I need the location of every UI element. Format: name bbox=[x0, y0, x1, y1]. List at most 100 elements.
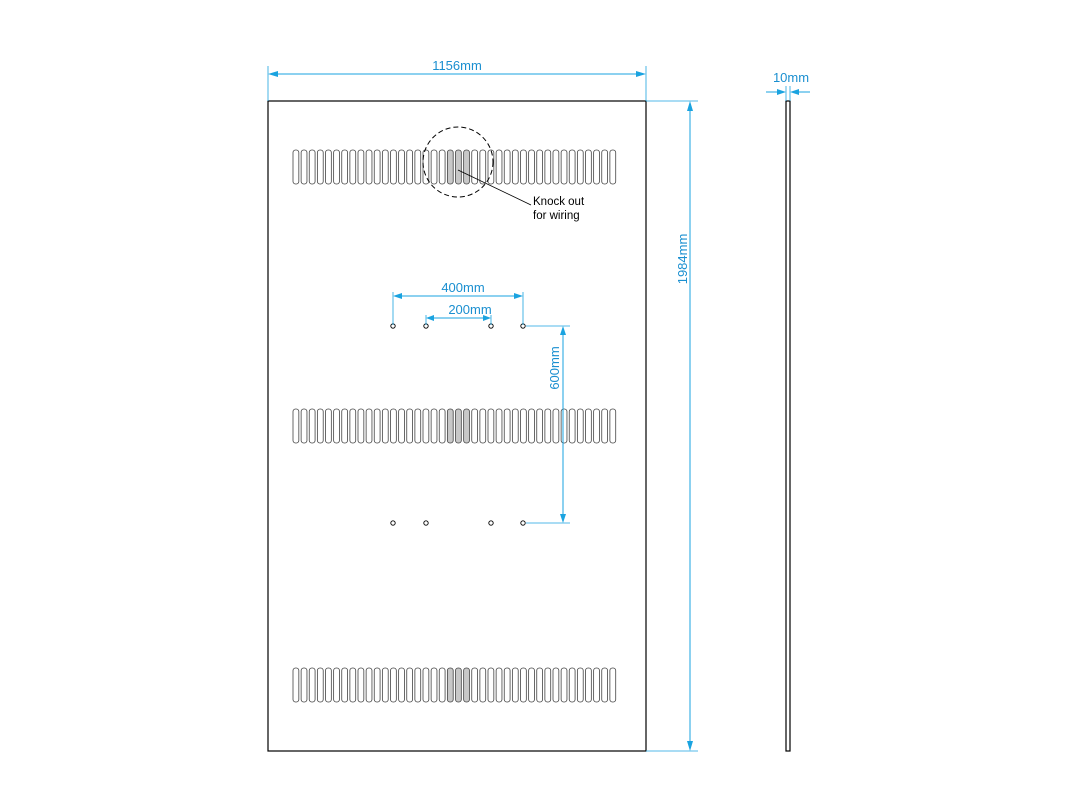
panel-side-view bbox=[785, 100, 791, 752]
ventilation-slot bbox=[414, 408, 422, 444]
ventilation-slot bbox=[560, 408, 568, 444]
ventilation-slot bbox=[544, 408, 552, 444]
width-dimension-label: 1156mm bbox=[432, 58, 482, 73]
hole-spacing-vertical-dimension: 600mm bbox=[526, 325, 570, 524]
ventilation-slot bbox=[381, 149, 389, 185]
ventilation-slot bbox=[357, 408, 365, 444]
hole-spacing-inner-label: 200mm bbox=[448, 302, 491, 317]
knockout-slot bbox=[455, 408, 462, 444]
ventilation-slot bbox=[503, 408, 511, 444]
ventilation-slot bbox=[528, 667, 535, 703]
ventilation-slot bbox=[390, 667, 397, 703]
ventilation-slot bbox=[471, 149, 478, 185]
ventilation-slot bbox=[300, 667, 308, 703]
ventilation-slot bbox=[568, 149, 576, 185]
ventilation-slot bbox=[479, 667, 487, 703]
ventilation-slot bbox=[333, 149, 340, 185]
knockout-slot bbox=[446, 408, 454, 444]
ventilation-slot bbox=[308, 149, 316, 185]
height-dimension-label: 1984mm bbox=[675, 234, 690, 285]
ventilation-slot bbox=[292, 149, 300, 185]
ventilation-slot bbox=[357, 149, 365, 185]
ventilation-slot bbox=[528, 408, 535, 444]
ventilation-slot bbox=[430, 667, 438, 703]
knockout-callout-circle bbox=[422, 126, 494, 198]
ventilation-slot bbox=[487, 667, 495, 703]
ventilation-slot bbox=[390, 149, 397, 185]
ventilation-slot bbox=[487, 408, 495, 444]
ventilation-slot bbox=[544, 667, 552, 703]
knockout-slot bbox=[446, 667, 454, 703]
ventilation-slot bbox=[552, 667, 560, 703]
ventilation-slot bbox=[593, 149, 600, 185]
ventilation-slot bbox=[292, 667, 300, 703]
mounting-holes bbox=[390, 323, 526, 526]
ventilation-slot bbox=[560, 149, 568, 185]
knockout-slot bbox=[463, 149, 470, 185]
ventilation-slot bbox=[479, 408, 487, 444]
ventilation-slot bbox=[398, 149, 405, 185]
hole-spacing-outer-dimension: 400mm bbox=[392, 280, 524, 325]
knockout-note-line1: Knock out bbox=[533, 196, 585, 208]
ventilation-slot bbox=[422, 408, 430, 444]
ventilation-slot bbox=[520, 408, 527, 444]
ventilation-slot bbox=[406, 667, 413, 703]
ventilation-slot bbox=[544, 149, 552, 185]
knockout-slot bbox=[463, 408, 470, 444]
knockout-leader-line bbox=[457, 169, 532, 206]
ventilation-slot bbox=[576, 667, 584, 703]
ventilation-slot bbox=[438, 667, 446, 703]
ventilation-slot bbox=[430, 149, 438, 185]
ventilation-slot bbox=[601, 149, 608, 185]
width-dimension: 1156mm bbox=[267, 58, 647, 101]
ventilation-slot bbox=[511, 667, 519, 703]
ventilation-slot bbox=[398, 408, 405, 444]
knockout-note-line2: for wiring bbox=[533, 210, 580, 222]
ventilation-slot bbox=[406, 149, 413, 185]
ventilation-slot bbox=[422, 667, 430, 703]
ventilation-slot bbox=[536, 667, 543, 703]
ventilation-slot bbox=[495, 149, 503, 185]
ventilation-slot bbox=[373, 408, 381, 444]
ventilation-slot bbox=[333, 667, 340, 703]
knockout-slot bbox=[446, 149, 454, 185]
ventilation-slot bbox=[349, 149, 357, 185]
ventilation-slot bbox=[601, 667, 608, 703]
ventilation-slot bbox=[609, 408, 617, 444]
ventilation-slot bbox=[430, 408, 438, 444]
ventilation-slot bbox=[503, 149, 511, 185]
ventilation-slot bbox=[520, 667, 527, 703]
knockout-slot bbox=[463, 667, 470, 703]
ventilation-slot bbox=[390, 408, 397, 444]
ventilation-slot bbox=[495, 667, 503, 703]
ventilation-slot bbox=[333, 408, 340, 444]
ventilation-slot bbox=[406, 408, 413, 444]
ventilation-slot bbox=[528, 149, 535, 185]
ventilation-slot bbox=[568, 667, 576, 703]
ventilation-slot-rows bbox=[292, 149, 617, 703]
ventilation-slot bbox=[365, 667, 373, 703]
ventilation-slot bbox=[471, 667, 478, 703]
ventilation-slot bbox=[560, 667, 568, 703]
ventilation-slot bbox=[300, 408, 308, 444]
ventilation-slot bbox=[414, 149, 422, 185]
ventilation-slot bbox=[398, 667, 405, 703]
ventilation-slot bbox=[593, 667, 600, 703]
ventilation-slot bbox=[373, 667, 381, 703]
ventilation-slot bbox=[511, 408, 519, 444]
ventilation-slot bbox=[552, 408, 560, 444]
ventilation-slot bbox=[503, 667, 511, 703]
hole-spacing-vertical-label: 600mm bbox=[547, 346, 562, 389]
ventilation-slot bbox=[349, 408, 357, 444]
mounting-hole bbox=[488, 520, 494, 526]
ventilation-slot bbox=[471, 408, 478, 444]
ventilation-slot bbox=[316, 667, 324, 703]
ventilation-slot bbox=[381, 408, 389, 444]
ventilation-slot bbox=[576, 408, 584, 444]
ventilation-slot bbox=[292, 408, 300, 444]
ventilation-slot bbox=[365, 149, 373, 185]
ventilation-slot bbox=[373, 149, 381, 185]
ventilation-slot bbox=[520, 149, 527, 185]
ventilation-slot bbox=[381, 667, 389, 703]
ventilation-slot bbox=[325, 667, 332, 703]
